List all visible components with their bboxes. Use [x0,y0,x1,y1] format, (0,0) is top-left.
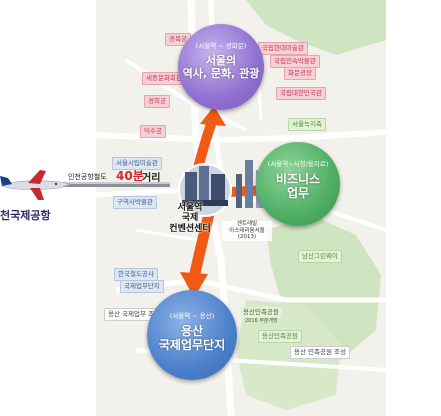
tower-label: 센트레빌 아스테리움서울 (2013) [222,221,272,241]
map-note-park-name: 용산민족공원 [240,307,282,318]
place-label-yongsan-park: 용산민족공원 [258,330,302,343]
rail-line-label: 인천공항철도 [68,173,107,181]
circle-business-title: 비즈니스 업무 [256,172,340,201]
circle-history-line: 서울의 [205,54,237,67]
circle-business-line: 업무 [286,186,310,201]
circle-history-title: 서울의 역사, 문화, 관광 [178,54,264,80]
place-label-korail: 한국철도공사 [114,268,158,281]
airport-name: 천국제공항 [0,209,51,222]
tower-label-line: 아스테리움서울 [229,227,265,234]
tower-label-line: (2013) [237,234,257,241]
rail-line [40,182,170,187]
map-note-park-open: 2016 부분개방 [245,318,278,324]
rail-travel-unit: 거리 [142,173,161,184]
circle-yongsan-sub: (서울역 ~ 용산) [169,312,215,320]
circle-business-sub: (서울역~시청/을지로) [267,160,329,168]
circle-yongsan-line: 국제업무단지 [158,338,226,353]
place-label-seoul-museum-of-art: 서울시립미술관 [112,157,162,170]
arrow-to-yongsan [180,204,216,298]
hub-label-line: 서울역 [177,203,203,213]
circle-history-sub: (서울역 ~ 광화문) [195,42,247,50]
hub-label-line: 국제 [181,213,199,224]
place-label-national-korea-hall: 국립대한민국관 [276,87,326,100]
park-area-yongsan [236,300,341,410]
tower-label-line: 센트레빌 [236,221,258,227]
circle-business-line: 비즈니스 [275,172,321,186]
plane-icon [0,170,72,200]
rail-line-highlight [40,182,170,184]
circle-yongsan: (서울역 ~ 용산) 용산 국제업무단지 [147,290,237,380]
rail-travel-time: 40분 [116,169,144,183]
place-label-history-museum: 구역사박물관 [113,196,157,209]
circle-yongsan-line: 용산 [180,324,204,338]
hub-label: 서울역 국제 컨벤션센터 [160,203,220,234]
place-label-gyeonghuigung: 경희궁 [144,95,170,108]
park-area-bugaksan [246,0,386,55]
place-label-folk-museum: 국립민속박물관 [270,55,320,68]
hub-label-line: 컨벤션센터 [169,223,211,234]
place-label-gwanghwamun-square: 화문광장 [284,67,316,80]
place-label-mmca: 국립현대미술관 [258,42,308,55]
place-label-namsan-greenway: 남산그린웨이 [298,250,342,263]
map-note-yongsan-idd: 용산 국제업무 조성 [104,308,164,321]
circle-history-line: 역사, 문화, 관광 [182,67,260,81]
circle-history-culture: (서울역 ~ 광화문) 서울의 역사, 문화, 관광 [178,24,264,110]
place-label-deoksugung: 덕수궁 [140,125,166,138]
airport-route [0,170,170,200]
map-note-yongsan-park: 용산 민족공원 조성 [290,346,350,359]
circle-yongsan-title: 용산 국제업무단지 [147,324,237,353]
place-label-seoul-green-axis: 서울녹지축 [288,118,326,131]
road-east-west-1 [96,129,386,144]
circle-business: (서울역~시청/을지로) 비즈니스 업무 [256,142,340,226]
hub-building-icon [178,163,232,217]
road-minor-2 [135,228,217,242]
